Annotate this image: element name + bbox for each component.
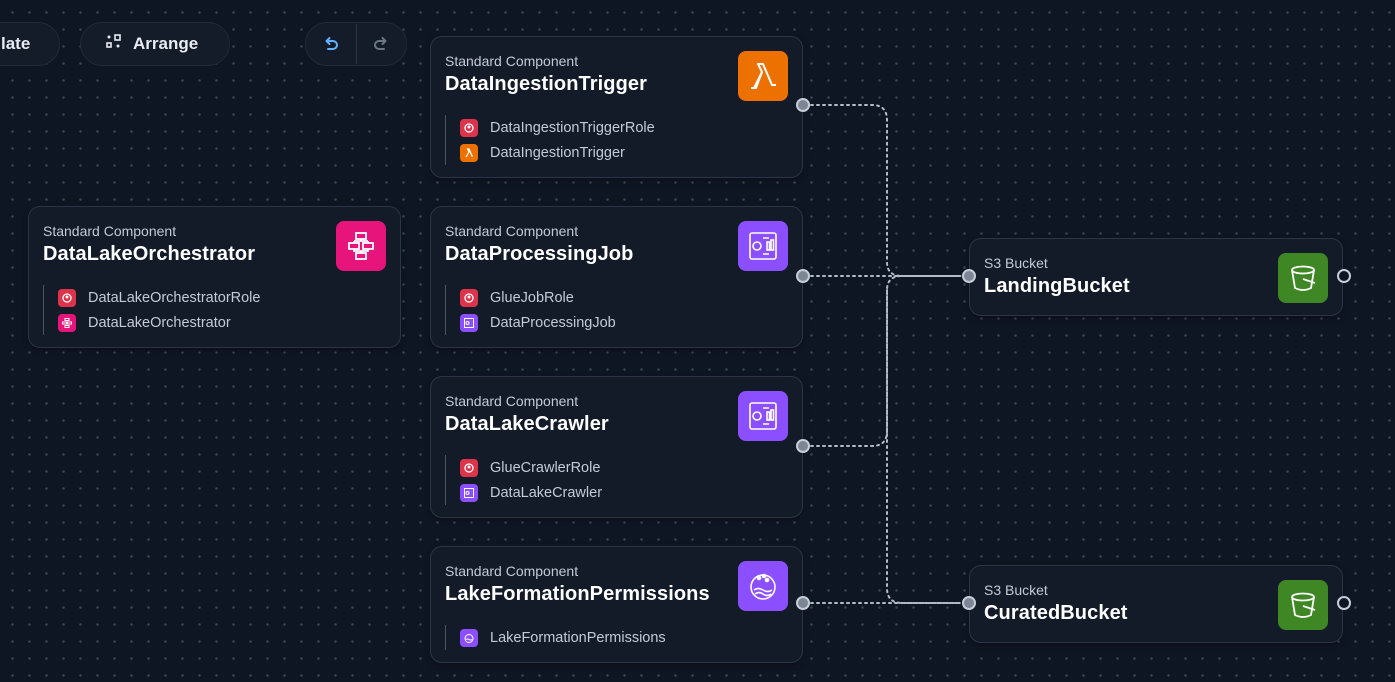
s3-bucket-icon: [1278, 580, 1328, 630]
resource-label: DataIngestionTriggerRole: [490, 119, 655, 136]
output-port[interactable]: [1337, 269, 1351, 283]
component-kind: Standard Component: [445, 393, 579, 409]
step-functions-icon: [336, 221, 386, 271]
output-port[interactable]: [796, 269, 810, 283]
lambda-icon: [460, 143, 478, 162]
edge-processing-to-curated: [886, 289, 962, 604]
input-port[interactable]: [962, 596, 976, 610]
iam-role-icon: [460, 458, 478, 477]
component-title: LandingBucket: [984, 275, 1130, 297]
resource-label: DataLakeCrawler: [490, 484, 603, 501]
glue-icon: [460, 313, 478, 332]
component-title: LakeFormationPermissions: [445, 583, 710, 605]
output-port[interactable]: [1337, 596, 1351, 610]
component-card-datalakeorchestrator[interactable]: Standard Component DataLakeOrchestrator …: [28, 206, 401, 348]
edge-ingestion-to-landing: [810, 104, 962, 277]
component-title: DataIngestionTrigger: [445, 73, 648, 95]
output-port[interactable]: [796, 98, 810, 112]
resource-label: LakeFormationPermissions: [490, 629, 666, 646]
arrange-button-label: Arrange: [133, 34, 199, 53]
component-title: CuratedBucket: [984, 602, 1128, 624]
resource-item[interactable]: GlueCrawlerRole: [460, 455, 602, 480]
lake-formation-icon: [738, 561, 788, 611]
bucket-card-curatedbucket[interactable]: S3 Bucket CuratedBucket: [969, 565, 1343, 643]
resource-label: DataLakeOrchestrator: [88, 314, 231, 331]
resource-item[interactable]: DataIngestionTrigger: [460, 140, 655, 165]
step-functions-icon: [58, 313, 76, 332]
resource-list: DataIngestionTriggerRole DataIngestionTr…: [445, 115, 655, 165]
iam-role-icon: [460, 288, 478, 307]
resource-list: GlueCrawlerRole DataLakeCrawler: [445, 455, 602, 505]
component-card-lakeformationpermissions[interactable]: Standard Component LakeFormationPermissi…: [430, 546, 803, 663]
undo-redo-group: [305, 22, 407, 66]
component-card-datalakecrawler[interactable]: Standard Component DataLakeCrawler GlueC…: [430, 376, 803, 518]
resource-item[interactable]: LakeFormationPermissions: [460, 625, 666, 650]
undo-icon: [325, 37, 338, 50]
component-kind: Standard Component: [445, 563, 579, 579]
input-port[interactable]: [962, 269, 976, 283]
component-title: DataProcessingJob: [445, 243, 634, 265]
arrange-button[interactable]: Arrange: [80, 22, 230, 66]
resource-list: DataLakeOrchestratorRole DataLakeOrchest…: [43, 285, 260, 335]
edge-crawler-to-landing: [810, 275, 962, 447]
component-kind: S3 Bucket: [984, 582, 1048, 598]
output-port[interactable]: [796, 439, 810, 453]
glue-icon: [738, 221, 788, 271]
resource-list: GlueJobRole DataProcessingJob: [445, 285, 616, 335]
resource-list: LakeFormationPermissions: [445, 625, 666, 650]
resource-item[interactable]: GlueJobRole: [460, 285, 616, 310]
component-kind: Standard Component: [445, 223, 579, 239]
resource-item[interactable]: DataIngestionTriggerRole: [460, 115, 655, 140]
resource-label: DataIngestionTrigger: [490, 144, 625, 161]
iam-role-icon: [460, 118, 478, 137]
toolbar-divider: [355, 24, 357, 64]
s3-bucket-icon: [1278, 253, 1328, 303]
resource-label: GlueCrawlerRole: [490, 459, 601, 476]
output-port[interactable]: [796, 596, 810, 610]
resource-item[interactable]: DataProcessingJob: [460, 310, 616, 335]
glue-icon: [460, 483, 478, 502]
component-card-dataingestiontrigger[interactable]: Standard Component DataIngestionTrigger …: [430, 36, 803, 178]
component-kind: Standard Component: [43, 223, 177, 239]
component-title: DataLakeCrawler: [445, 413, 609, 435]
resource-item[interactable]: DataLakeOrchestratorRole: [58, 285, 260, 310]
redo-button[interactable]: [357, 23, 407, 65]
resource-label: GlueJobRole: [490, 289, 574, 306]
template-button[interactable]: late: [0, 22, 60, 66]
arrange-icon: [105, 33, 123, 56]
glue-icon: [738, 391, 788, 441]
component-title: DataLakeOrchestrator: [43, 243, 256, 265]
resource-label: DataProcessingJob: [490, 314, 616, 331]
template-button-label: late: [1, 34, 31, 53]
resource-label: DataLakeOrchestratorRole: [88, 289, 261, 306]
bucket-card-landingbucket[interactable]: S3 Bucket LandingBucket: [969, 238, 1343, 316]
component-card-dataprocessingjob[interactable]: Standard Component DataProcessingJob Glu…: [430, 206, 803, 348]
resource-item[interactable]: DataLakeCrawler: [460, 480, 602, 505]
resource-item[interactable]: DataLakeOrchestrator: [58, 310, 260, 335]
iam-role-icon: [58, 288, 76, 307]
lambda-icon: [738, 51, 788, 101]
redo-icon: [374, 37, 387, 50]
component-kind: S3 Bucket: [984, 255, 1048, 271]
lake-formation-icon: [460, 628, 478, 647]
component-kind: Standard Component: [445, 53, 579, 69]
undo-button[interactable]: [306, 23, 356, 65]
